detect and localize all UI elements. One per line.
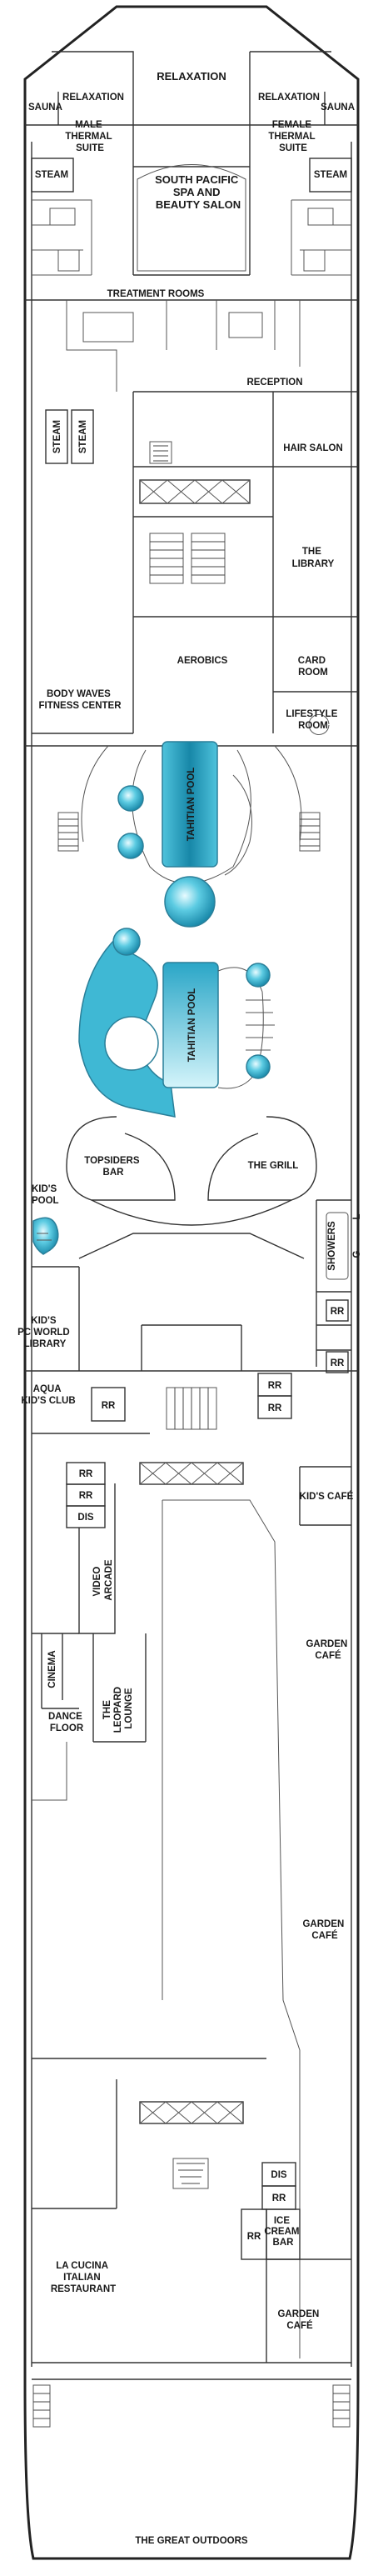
label-kids-pool: KID'S POOL bbox=[32, 1184, 59, 1206]
label-great-outdoors: THE GREAT OUTDOORS bbox=[135, 2536, 248, 2546]
stairs-stern-right bbox=[332, 2384, 351, 2428]
label-sauna-right: SAUNA bbox=[321, 103, 355, 113]
label-kids-library: KID'S PC WORLD LIBRARY bbox=[17, 1316, 72, 1349]
aft-area bbox=[32, 2058, 351, 2428]
label-leopard-lounge: THE LEOPARD LOUNGE bbox=[102, 1684, 134, 1733]
label-aerobics: AEROBICS bbox=[177, 656, 228, 666]
tahitian-pool-2 bbox=[162, 962, 219, 1088]
label-rr-showers-1: RR bbox=[331, 1307, 345, 1317]
label-rr-center-2: RR bbox=[268, 1403, 282, 1413]
label-garden-cafe-1: GARDEN CAFÉ bbox=[306, 1639, 350, 1661]
label-dis-left: DIS bbox=[77, 1513, 94, 1523]
label-relaxation-center: RELAXATION bbox=[157, 70, 226, 83]
ship-hull bbox=[23, 5, 360, 2560]
label-treatment-rooms: TREATMENT ROOMS bbox=[107, 289, 205, 299]
label-kids-cafe: KID'S CAFÉ bbox=[300, 1491, 354, 1502]
label-hair-salon: HAIR SALON bbox=[283, 443, 343, 453]
label-steam-left: STEAM bbox=[35, 170, 68, 180]
label-l: L bbox=[352, 1213, 362, 1219]
hot-tub-2 bbox=[117, 833, 144, 859]
label-garden-cafe-2: GARDEN CAFÉ bbox=[302, 1919, 346, 1941]
label-lifestyle: LIFESTYLE ROOM bbox=[286, 709, 340, 731]
label-g: G bbox=[352, 1250, 362, 1258]
label-pool-1: TAHITIAN POOL bbox=[187, 768, 196, 842]
hot-tub-1 bbox=[117, 785, 144, 812]
label-sauna-left: SAUNA bbox=[28, 103, 62, 113]
label-rr-left-1: RR bbox=[79, 1469, 93, 1479]
label-steam-vertical-2: STEAM bbox=[78, 420, 88, 453]
stairs-midship bbox=[166, 1387, 217, 1430]
label-fitness: BODY WAVES FITNESS CENTER bbox=[38, 689, 122, 711]
label-relaxation-right: RELAXATION bbox=[258, 93, 320, 103]
label-female-suite: FEMALE THERMAL SUITE bbox=[268, 120, 317, 153]
label-cinema: CINEMA bbox=[47, 1650, 57, 1688]
stairs-deck-right bbox=[299, 812, 321, 852]
stairs-stern-left bbox=[32, 2384, 51, 2428]
hot-tub-5 bbox=[246, 963, 271, 988]
label-rr-left-2: RR bbox=[79, 1491, 93, 1501]
label-pool-2: TAHITIAN POOL bbox=[187, 988, 197, 1063]
label-rr-aft-1: RR bbox=[272, 2193, 286, 2203]
elevators-aft bbox=[139, 2101, 244, 2124]
hot-tub-3 bbox=[164, 876, 216, 928]
label-rr-aft-2: RR bbox=[247, 2232, 261, 2242]
label-rr-showers-2: RR bbox=[331, 1358, 345, 1368]
kids-pool bbox=[32, 1217, 59, 1255]
label-showers: SHOWERS bbox=[327, 1221, 337, 1271]
tahitian-pool-1 bbox=[162, 741, 218, 868]
spa-area bbox=[25, 51, 358, 747]
label-grill: THE GRILL bbox=[248, 1161, 299, 1171]
label-dance-floor: DANCE FLOOR bbox=[48, 1712, 85, 1733]
hot-tub-6 bbox=[246, 1054, 271, 1079]
stairs-deck-left bbox=[57, 812, 79, 852]
label-reception: RECEPTION bbox=[246, 378, 302, 388]
label-steam-right: STEAM bbox=[314, 170, 347, 180]
label-la-cucina: LA CUCINA ITALIAN RESTAURANT bbox=[51, 2261, 116, 2294]
elevators-midship bbox=[139, 1462, 244, 1485]
label-male-suite: MALE THERMAL SUITE bbox=[65, 120, 114, 153]
label-video-arcade: VIDEO ARCADE bbox=[92, 1559, 114, 1601]
hull-inner-line bbox=[31, 142, 352, 2367]
label-rr-aqua: RR bbox=[102, 1401, 116, 1411]
label-garden-cafe-3: GARDEN CAFÉ bbox=[277, 2309, 321, 2331]
midship-area bbox=[32, 1373, 351, 2358]
label-library: THE LIBRARY bbox=[292, 547, 335, 569]
stairs-spa bbox=[149, 441, 172, 464]
label-relaxation-left: RELAXATION bbox=[62, 93, 124, 103]
label-card-room: CARD ROOM bbox=[298, 656, 328, 678]
label-spa: SOUTH PACIFIC SPA AND BEAUTY SALON bbox=[155, 173, 241, 211]
elevators-spa bbox=[139, 479, 251, 504]
stairs-library bbox=[149, 533, 226, 584]
label-steam-vertical-1: STEAM bbox=[52, 420, 62, 453]
label-topsiders: TOPSIDERS BAR bbox=[84, 1156, 142, 1178]
pool-deck bbox=[25, 741, 358, 1373]
label-rr-center-1: RR bbox=[268, 1381, 282, 1391]
label-aqua-kids: AQUA KID'S CLUB bbox=[21, 1384, 75, 1406]
stairs-aft bbox=[172, 2158, 209, 2189]
hot-tub-4 bbox=[112, 928, 141, 956]
label-dis-aft: DIS bbox=[271, 2170, 287, 2180]
label-ice-cream: ICE CREAM BAR bbox=[264, 2216, 301, 2248]
